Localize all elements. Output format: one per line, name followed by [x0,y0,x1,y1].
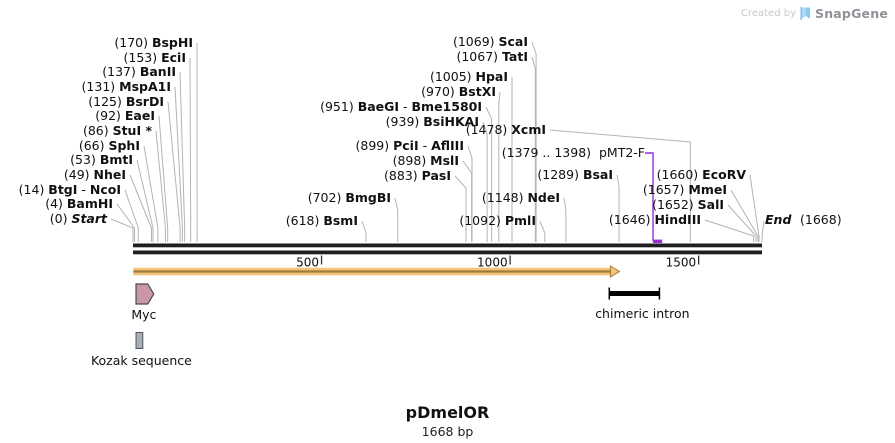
site-label-baegi-bme1580i[interactable]: (951) BaeGI - Bme1580I [320,99,482,114]
leader-line [129,174,152,242]
leader-line [531,41,537,242]
plasmid-length: 1668 bp [421,424,474,439]
leader-line [454,175,467,242]
sequence-line-top [133,243,762,248]
site-label-start[interactable]: (0) Start [50,211,108,226]
leader-line [749,174,760,242]
leader-line [498,91,501,242]
leader-line [704,219,755,242]
site-label-mmei[interactable]: (1657) MmeI [643,182,727,197]
primer-line [645,152,654,241]
map-title-block: pDmelOR 1668 bp [0,403,895,439]
site-label-ecii[interactable]: (153) EciI [124,50,186,65]
feature-label-kozak-sequence: Kozak sequence [91,353,192,368]
leader-line [727,204,757,242]
leader-line [136,159,154,242]
leader-line [189,57,192,242]
leader-line [539,220,546,242]
site-label-eaei[interactable]: (92) EaeI [95,108,155,123]
site-label-bsphi[interactable]: (170) BspHI [114,35,193,50]
site-label-xcmi[interactable]: (1478) XcmI [466,122,546,137]
leader-line [110,218,134,242]
site-label-pasi[interactable]: (883) PasI [384,168,451,183]
sequence-line-bottom [133,250,762,255]
site-label-bmgbi[interactable]: (702) BmgBI [308,190,391,205]
leader-line [143,145,159,242]
leader-line [155,130,166,242]
watermark-brand: SnapGene [815,6,888,21]
feature-kozak-box[interactable] [135,332,144,349]
watermark-created-by: Created by [740,8,796,19]
site-label-bsihkai[interactable]: (939) BsiHKAI [386,114,479,129]
site-label-btgi-ncoi[interactable]: (14) BtgI - NcoI [19,182,121,197]
ruler-label: 500 [296,256,319,270]
site-label-scai[interactable]: (1069) ScaI [453,34,528,49]
leader-line [167,101,181,242]
leader-line [158,115,169,242]
construct-arrowhead [609,265,621,278]
leader-line [730,189,759,242]
plasmid-name: pDmelOR [405,403,490,422]
site-label-bsmi[interactable]: (618) BsmI [286,213,358,228]
leader-line [361,220,367,242]
site-label-nhei[interactable]: (49) NheI [64,167,126,182]
watermark: Created by SnapGene [741,6,888,21]
leader-line [179,71,186,242]
site-label-ecorv[interactable]: (1660) EcoRV [657,167,747,182]
site-label-sali[interactable]: (1652) SalI [652,197,724,212]
primer-label-pmt2-f[interactable]: (1379 .. 1398) pMT2-F [502,145,645,160]
leader-line [467,145,473,242]
leader-line [462,160,473,242]
leader-line [394,197,399,242]
site-label-tati[interactable]: (1067) TatI [456,49,528,64]
ruler-label: 1000 [477,256,508,270]
leader-line [482,121,488,242]
feature-myc-arrow[interactable] [135,283,155,305]
site-label-pcii-afliii[interactable]: (899) PciI - AflIII [356,138,464,153]
site-label-bsrdi[interactable]: (125) BsrDI [88,94,164,109]
leader-line [616,174,620,242]
site-label-hpai[interactable]: (1005) HpaI [430,69,508,84]
ruler-label: 1500 [666,256,697,270]
site-label-end[interactable]: End [765,212,792,227]
site-label-ndei[interactable]: (1148) NdeI [482,190,560,205]
site-label-banii[interactable]: (137) BanII [102,64,176,79]
site-label-hindiii[interactable]: (1646) HindIII [609,212,701,227]
site-label-sphi[interactable]: (66) SphI [79,138,140,153]
leader-line [174,86,183,242]
site-label-bsai[interactable]: (1289) BsaI [537,167,613,182]
leader-line [549,129,691,242]
leader-line [485,106,493,242]
site-label-mspa1i[interactable]: (131) MspA1I [82,79,171,94]
end-position-label: (1668) [800,212,842,227]
feature-label-chimeric-intron: chimeric intron [595,306,689,321]
leader-line [761,220,765,242]
leader-line [124,189,139,242]
leader-line [116,203,136,242]
site-label-bamhi[interactable]: (4) BamHI [45,196,113,211]
snapgene-logo-icon [800,7,810,20]
site-label-bstxi[interactable]: (970) BstXI [421,84,496,99]
site-label-bmti[interactable]: (53) BmtI [70,152,133,167]
feature-label-myc: Myc [131,307,156,322]
leader-line [531,56,536,242]
site-label-msli[interactable]: (898) MslI [393,153,459,168]
site-label-stui-[interactable]: (86) StuI * [83,123,153,138]
leader-line [563,197,567,242]
site-label-pmli[interactable]: (1092) PmlI [459,213,536,228]
